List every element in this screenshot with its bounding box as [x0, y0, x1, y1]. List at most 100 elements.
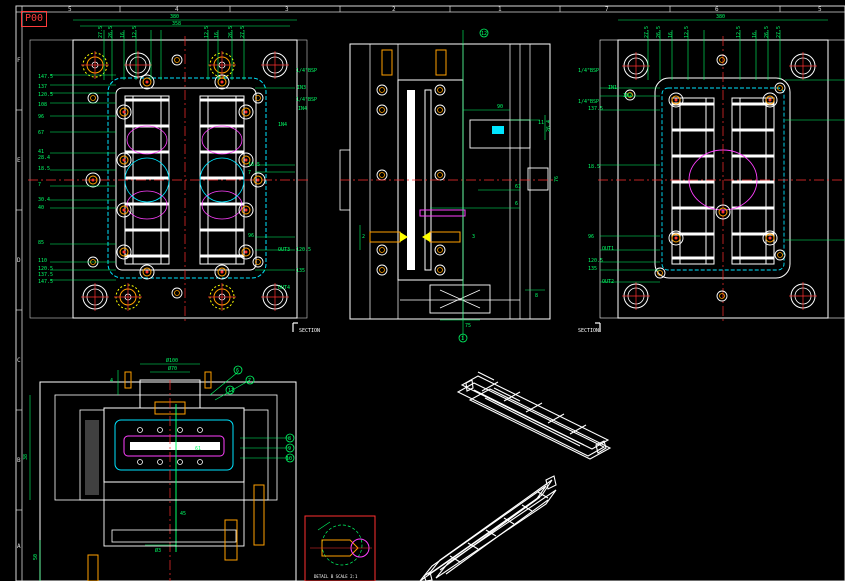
dim-left-15: 120.5 [38, 266, 53, 272]
grid-top-7: 6 [715, 6, 719, 13]
right-dim-overall: 380 [716, 14, 725, 20]
grid-left-6: A [17, 543, 21, 550]
dim-top-g: 26.5 [228, 26, 234, 38]
dim-top-a: 27.5 [98, 26, 104, 38]
right-label-18-5: 18.5 [588, 164, 600, 170]
dim-top-h: 27.5 [240, 26, 246, 38]
right-label-120-5: 120.5 [588, 258, 603, 264]
right-dim-a: 27.5 [644, 26, 650, 38]
bottom-dim-61: 61 [195, 446, 201, 452]
dim-left-3: 120.5 [38, 92, 53, 98]
dim-top-d: 12.5 [132, 26, 138, 38]
label-dim-18-5: 18.5 [248, 162, 260, 168]
grid-left-4: C [17, 357, 21, 364]
side-callout-1: 1 [461, 336, 464, 342]
label-dim-135: 135 [296, 268, 305, 274]
grid-top-6: 7 [605, 6, 609, 13]
right-label-out2: OUT2 [602, 279, 614, 285]
side-dim-76: 76 [554, 176, 560, 182]
top-view-left: 380 358 27.5 26.5 16 12.5 12.5 16 26.5 2… [28, 14, 320, 334]
bottom-dim-45: 45 [180, 511, 186, 517]
dim-left-4: 108 [38, 102, 47, 108]
section-mark-left: SECTION [292, 322, 320, 334]
drawing-frame: 5 4 3 2 1 7 6 5 F E D C B A [15, 5, 845, 581]
dim-top-f: 16 [214, 32, 220, 38]
grid-top-1: 5 [68, 6, 72, 13]
bottom-callout-6: 6 [236, 368, 239, 374]
dim-top-b: 26.5 [108, 26, 114, 38]
side-view: 90 11 26.4 61 76 6 75 8 12 1 2 3 [339, 28, 560, 343]
top-view-right: 380 27.5 26.5 16 12.5 12.5 16 26.5 27.5 … [578, 14, 845, 334]
right-dim-g: 26.5 [764, 26, 770, 38]
section-label-left: SECTION [299, 328, 320, 334]
dim-inner-width: 358 [172, 21, 181, 27]
side-dim-61: 61 [515, 184, 521, 190]
right-label-in1: IN1 [608, 85, 617, 91]
label-dim-7: 7 [248, 170, 251, 176]
dim-left-1: 147.5 [38, 74, 53, 80]
dim-left-9: 18.5 [38, 166, 50, 172]
label-1n4: 1N4 [278, 122, 287, 128]
right-label-96: 96 [588, 234, 594, 240]
right-dim-d: 12.5 [684, 26, 690, 38]
dim-left-16: 137.5 [38, 272, 53, 278]
side-dim-6: 6 [515, 201, 518, 207]
side-dim-8: 8 [535, 293, 538, 299]
dim-left-2: 137 [38, 84, 47, 90]
section-label-right: SECTION [578, 328, 599, 334]
grid-top-4: 2 [392, 6, 396, 13]
side-dim-90: 90 [497, 104, 503, 110]
right-dim-h: 27.5 [776, 26, 782, 38]
grid-left-3: D [17, 257, 21, 264]
right-dim-e: 12.5 [736, 26, 742, 38]
label-in4: IN4 [298, 106, 307, 112]
bottom-dim-50: 50 [33, 554, 39, 560]
detail-view: DETAIL B SCALE 2:1 [304, 515, 376, 581]
label-dim-96: 96 [248, 233, 254, 239]
bottom-dim-d3: Ø3 [155, 547, 161, 554]
grid-top-2: 4 [175, 6, 179, 13]
grid-top-5: 1 [498, 6, 502, 13]
detail-label: DETAIL B SCALE 2:1 [314, 574, 358, 579]
bottom-section-view: Ø100 Ø70 4 38 61 50 45 Ø3 6 7 8 9 10 11 [23, 357, 297, 581]
bottom-callout-8: 8 [288, 436, 291, 442]
side-dim-26-4: 26.4 [546, 120, 552, 132]
side-callout-3: 3 [472, 234, 475, 240]
bottom-callout-10: 10 [286, 456, 292, 462]
dim-left-12: 40 [38, 205, 44, 211]
right-label-in2: IN2 [623, 93, 632, 99]
dim-left-7: 41 [38, 149, 44, 155]
label-bsp-2: 1/4"BSP [296, 97, 317, 103]
dim-left-5: 96 [38, 114, 44, 120]
dim-top-e: 12.5 [204, 26, 210, 38]
sheet-tag: P00 [21, 11, 47, 27]
right-label-137-5: 137.5 [588, 106, 603, 112]
dim-left-14: 110 [38, 258, 47, 264]
dim-left-17: 147.5 [38, 279, 53, 285]
side-callout-12: 12 [481, 31, 487, 37]
grid-top-8: 5 [818, 6, 822, 13]
iso-part-lower [419, 475, 557, 581]
side-dim-11: 11 [538, 120, 544, 126]
right-label-out1: OUT1 [602, 246, 614, 252]
bottom-callout-11: 11 [228, 388, 234, 394]
label-in3: IN3 [297, 85, 306, 91]
dim-left-11: 30.4 [38, 197, 50, 203]
grid-left-2: E [17, 157, 21, 164]
label-bsp-1: 1/4"BSP [296, 68, 317, 74]
bottom-callout-7: 7 [248, 378, 251, 384]
bottom-dim-38: 38 [23, 454, 29, 460]
dim-left-10: 7 [38, 182, 41, 188]
dim-left-13: 85 [38, 240, 44, 246]
right-dim-c: 16 [668, 32, 674, 38]
bottom-dim-4: 4 [110, 378, 113, 384]
dim-top-c: 16 [120, 32, 126, 38]
side-callout-2: 2 [362, 234, 365, 240]
right-dim-f: 16 [752, 32, 758, 38]
right-label-bsp-2: 1/4"BSP [578, 99, 599, 105]
grid-top-3: 3 [285, 6, 289, 13]
bottom-callout-9: 9 [288, 446, 291, 452]
bottom-dim-d100: Ø100 [166, 357, 178, 364]
label-out3: OUT3 [278, 247, 290, 253]
